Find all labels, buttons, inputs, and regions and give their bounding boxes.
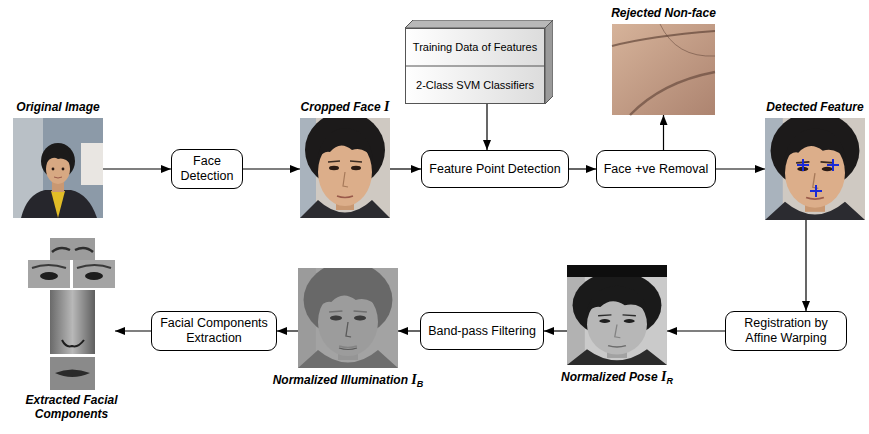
process-box: Facial Components Extraction (151, 311, 277, 351)
caption: Extracted Facial Components (17, 393, 127, 421)
math-symbol: I (411, 372, 416, 387)
photo-frame (298, 268, 398, 368)
cropped-face-photo (300, 112, 390, 218)
box-label: Feature Point Detection (429, 162, 560, 177)
stack-label: Training Data of Features (405, 28, 545, 66)
process-box: Registration by Affine Warping (725, 311, 847, 351)
math-symbol: I (384, 99, 389, 114)
image-panel: Cropped Face I (300, 98, 390, 218)
caption-text: Rejected Non-face (611, 6, 716, 20)
caption: Detected Feature (695, 98, 869, 116)
box-label: Face Detection (178, 154, 236, 184)
photo-frame (765, 118, 865, 220)
photo-frame (612, 24, 715, 115)
flow-arrow (805, 220, 806, 311)
stack-label: 2-Class SVM Classifiers (405, 66, 545, 104)
flow-arrow (663, 115, 664, 150)
image-panel: Extracted Facial Components (28, 238, 115, 421)
flow-arrow (486, 104, 487, 150)
math-subscript: R (666, 376, 673, 386)
caption-text: Cropped Face I (301, 100, 390, 114)
flow-arrow (277, 330, 298, 331)
box-label: Face +ve Removal (604, 162, 709, 177)
original-photo (13, 118, 103, 218)
caption: Original Image (0, 98, 178, 116)
classifier-stack: Training Data of Features2-Class SVM Cla… (405, 20, 553, 104)
process-box: Face Detection (171, 149, 243, 189)
caption-text: Original Image (16, 100, 99, 114)
facial-components (28, 238, 115, 390)
caption-text: Normalized Pose IR (561, 370, 673, 384)
feature-cross (797, 159, 839, 197)
box-label: Registration by Affine Warping (732, 316, 840, 346)
caption: Normalized Illumination IB (228, 371, 468, 389)
flow-arrow (398, 330, 420, 331)
flow-arrow (243, 168, 300, 169)
box-label: Band-pass Filtering (428, 324, 536, 339)
flow-arrow (544, 330, 567, 331)
flow-arrow (569, 168, 596, 169)
image-panel: Normalized Pose IR (567, 265, 667, 386)
flow-arrow (716, 168, 765, 169)
normalized-pose-photo (567, 265, 667, 365)
image-panel: Detected Feature (765, 98, 865, 220)
box-label: Facial Components Extraction (158, 316, 270, 346)
caption: Rejected Non-face (544, 4, 784, 22)
math-subscript: B (417, 379, 424, 389)
caption-text: Extracted Facial Components (25, 393, 117, 421)
caption-text: Normalized Illumination IB (273, 373, 424, 387)
caption: Normalized Pose IR (497, 368, 737, 386)
flow-arrow (390, 168, 421, 169)
math-symbol: I (661, 369, 666, 384)
image-panel: Normalized Illumination IB (298, 268, 398, 389)
process-box: Face +ve Removal (596, 150, 716, 188)
stack-outline (405, 20, 553, 104)
flow-arrow (115, 330, 151, 331)
photo-frame (567, 265, 667, 365)
photo-frame (28, 238, 115, 390)
flow-arrow (667, 330, 725, 331)
normalized-illumination-photo (298, 262, 398, 368)
caption-text: Detected Feature (766, 100, 863, 114)
photo-frame (13, 118, 103, 218)
process-box: Feature Point Detection (421, 150, 569, 188)
image-panel: Original Image (13, 98, 103, 218)
photo-frame (300, 118, 390, 218)
detected-feature-photo (765, 112, 865, 220)
process-box: Band-pass Filtering (420, 312, 544, 350)
flow-arrow (103, 168, 171, 169)
image-panel: Rejected Non-face (612, 4, 715, 115)
non-face-patch (612, 24, 715, 115)
